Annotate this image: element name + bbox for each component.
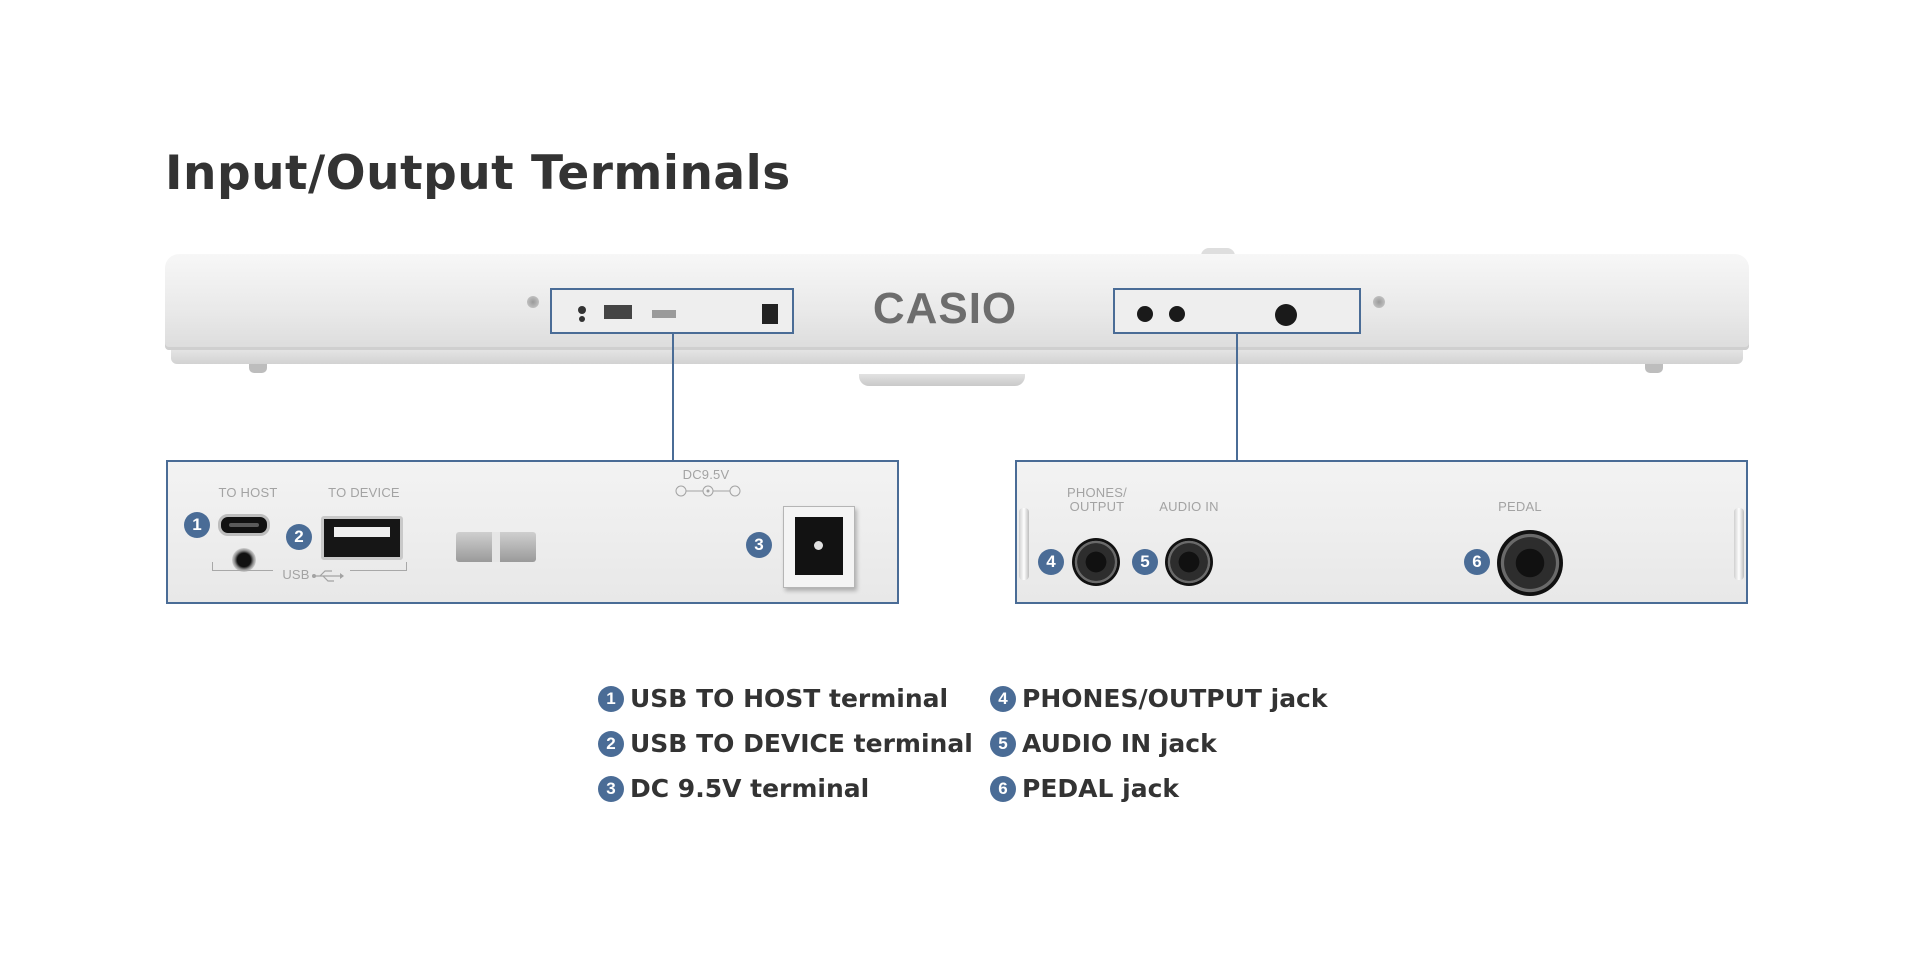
mini-usb-device-icon	[604, 305, 632, 319]
right-terminal-detail-panel: PHONES/ OUTPUT AUDIO IN PEDAL 4 5 6	[1015, 460, 1748, 604]
connector-line-right	[1236, 334, 1238, 460]
keyboard-top-bump	[1201, 248, 1235, 256]
to-host-label: TO HOST	[218, 485, 278, 500]
legend-text: USB TO HOST terminal	[630, 684, 949, 713]
usb-to-device-port-icon	[321, 516, 403, 560]
usb-label: USB	[282, 567, 310, 582]
legend-item: 3 DC 9.5V terminal	[598, 766, 973, 811]
keyboard-foot	[249, 364, 267, 373]
mini-dc-jack-icon	[762, 304, 778, 324]
dc-polarity-icon	[673, 482, 743, 497]
slide-switch-icon	[456, 532, 536, 562]
legend-number: 3	[598, 775, 624, 802]
keyboard-foot	[1645, 364, 1663, 373]
badge-3: 3	[746, 532, 772, 558]
audio-in-label: AUDIO IN	[1159, 499, 1219, 514]
mini-usb-host-icon	[578, 306, 586, 314]
right-terminal-area-highlight	[1113, 288, 1361, 334]
badge-2: 2	[286, 524, 312, 550]
connector-line-left	[672, 334, 674, 460]
legend-number: 2	[598, 730, 624, 757]
badge-4: 4	[1038, 549, 1064, 575]
badge-6: 6	[1464, 549, 1490, 575]
casio-logo: CASIO	[872, 284, 1018, 333]
left-terminal-detail-panel: TO HOST TO DEVICE DC9.5V 1 2 USB 3	[166, 460, 899, 604]
mini-pedal-jack-icon	[1275, 304, 1297, 326]
legend-item: 4 PHONES/OUTPUT jack	[990, 676, 1328, 721]
legend-number: 6	[990, 775, 1016, 802]
legend-item: 6 PEDAL jack	[990, 766, 1328, 811]
legend-column-2: 4 PHONES/OUTPUT jack 5 AUDIO IN jack 6 P…	[990, 676, 1328, 811]
legend-number: 5	[990, 730, 1016, 757]
edge-tab-left	[1019, 508, 1029, 580]
dc-voltage-label: DC9.5V	[682, 467, 730, 482]
legend-text: USB TO DEVICE terminal	[630, 729, 973, 758]
keyboard-body	[165, 254, 1749, 350]
legend-text: PHONES/OUTPUT jack	[1022, 684, 1328, 713]
phones-output-jack-icon	[1072, 538, 1120, 586]
left-terminal-area-highlight	[550, 288, 794, 334]
keyboard-handle	[859, 374, 1025, 386]
badge-1: 1	[184, 512, 210, 538]
usb-bracket-right	[350, 562, 407, 571]
keyboard-rear-view: CASIO	[165, 248, 1749, 390]
legend-text: DC 9.5V terminal	[630, 774, 870, 803]
usb-symbol-icon	[312, 568, 344, 582]
legend-item: 1 USB TO HOST terminal	[598, 676, 973, 721]
legend-item: 2 USB TO DEVICE terminal	[598, 721, 973, 766]
audio-in-jack-icon	[1165, 538, 1213, 586]
mini-switch-icon	[652, 310, 676, 318]
pedal-jack-icon	[1497, 530, 1563, 596]
mini-jack-icon	[579, 316, 585, 322]
hole-icon	[232, 548, 256, 572]
edge-tab-right	[1734, 508, 1744, 580]
legend-number: 4	[990, 685, 1016, 712]
pedal-label: PEDAL	[1498, 499, 1542, 514]
legend-number: 1	[598, 685, 624, 712]
legend-text: PEDAL jack	[1022, 774, 1180, 803]
to-device-label: TO DEVICE	[328, 485, 400, 500]
legend-text: AUDIO IN jack	[1022, 729, 1217, 758]
phones-output-label: PHONES/ OUTPUT	[1057, 486, 1137, 514]
phones-label-line1: PHONES/	[1067, 485, 1127, 500]
legend-item: 5 AUDIO IN jack	[990, 721, 1328, 766]
usb-bracket-left	[212, 562, 273, 571]
badge-5: 5	[1132, 549, 1158, 575]
phones-label-line2: OUTPUT	[1069, 499, 1125, 514]
keyboard-lip	[171, 350, 1743, 364]
mini-audio-in-jack-icon	[1169, 306, 1185, 322]
usb-to-host-port-icon	[218, 514, 270, 536]
dc-jack-icon	[783, 506, 855, 588]
page-title: Input/Output Terminals	[165, 146, 791, 201]
legend-column-1: 1 USB TO HOST terminal 2 USB TO DEVICE t…	[598, 676, 973, 811]
screw-icon	[1373, 296, 1385, 308]
screw-icon	[527, 296, 539, 308]
mini-phones-jack-icon	[1137, 306, 1153, 322]
